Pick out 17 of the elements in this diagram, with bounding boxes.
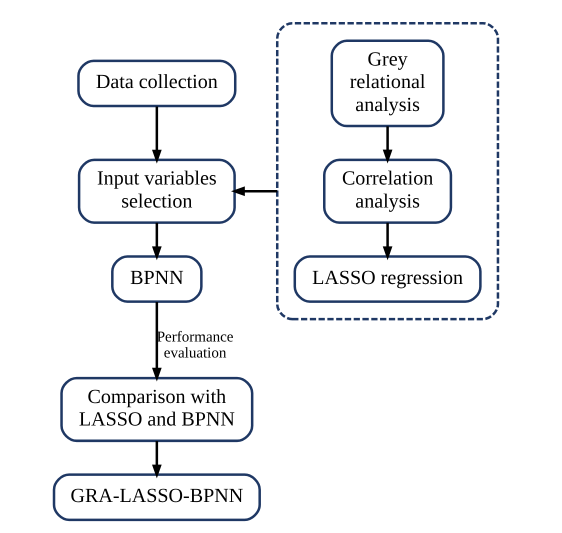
arrow [152, 222, 162, 260]
arrow [152, 302, 162, 382]
node-box: LASSO regression [294, 255, 482, 303]
node-box: GRA-LASSO-BPNN [52, 473, 261, 522]
arrow [382, 126, 392, 164]
edge-label: Performance evaluation [156, 329, 234, 362]
arrow [152, 441, 162, 478]
node-box: BPNN [111, 255, 203, 303]
cluster [276, 22, 500, 320]
node-box: Correlation analysis [323, 158, 452, 224]
node-box: Grey relational analysis [330, 40, 445, 128]
node-box: Data collection [77, 60, 236, 108]
node-box: Input variables selection [78, 158, 236, 224]
arrow [231, 186, 278, 196]
arrow [382, 222, 392, 260]
node-box: Comparison with LASSO and BPNN [60, 376, 254, 442]
arrow [152, 106, 162, 164]
